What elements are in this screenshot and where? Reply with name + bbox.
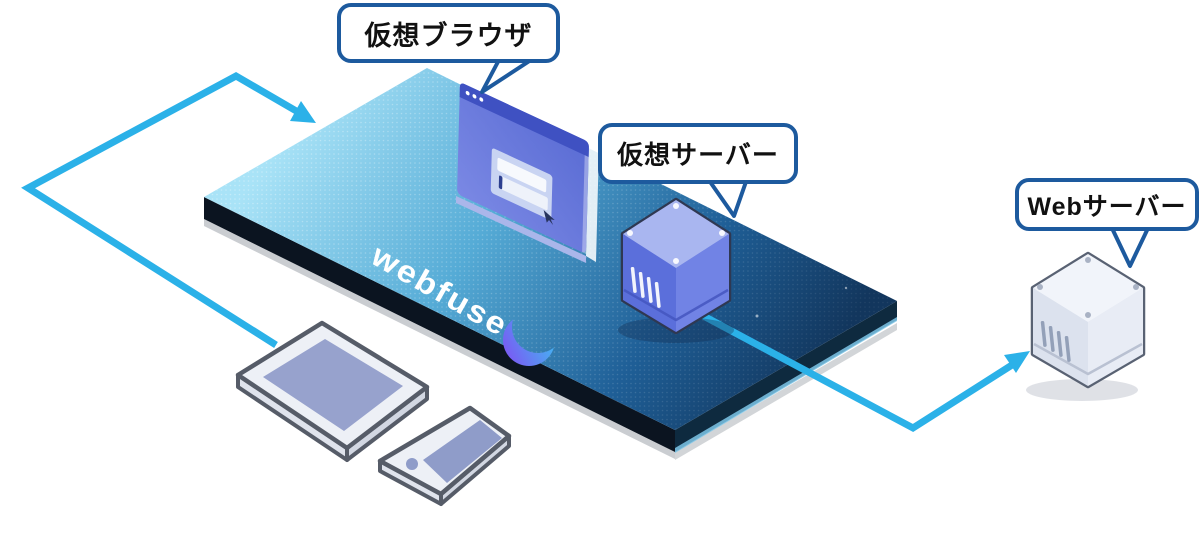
vent-line	[630, 266, 637, 293]
callout-tail-virtual-browser	[480, 56, 536, 94]
window-right-bevel	[582, 155, 589, 254]
arrow-head	[1004, 351, 1030, 373]
screw-dot	[1085, 312, 1091, 318]
virtual-browser-callout: 仮想ブラウザ	[337, 3, 560, 63]
screw-dot	[719, 230, 725, 236]
webfuse-platform	[204, 68, 897, 460]
virtual-server-label: 仮想サーバー	[617, 140, 779, 170]
browser-window-icon	[456, 83, 599, 263]
server-to-webserver-arrow	[681, 301, 1030, 433]
window-bottom-edge	[456, 196, 586, 263]
phone-home-button	[406, 458, 418, 470]
speck	[844, 286, 848, 290]
platform-shadow	[204, 219, 675, 459]
web-server-callout: Webサーバー	[1015, 178, 1199, 231]
cube-seam	[1033, 342, 1143, 376]
web-server-label: Webサーバー	[1027, 192, 1187, 221]
screw-dot	[1085, 257, 1091, 263]
cube-top	[1033, 254, 1143, 322]
vent-line	[1064, 335, 1071, 362]
screw-dot	[673, 203, 679, 209]
window-edge-glow	[586, 140, 599, 262]
screw-dot	[1133, 284, 1139, 290]
cube-face-right	[676, 234, 729, 332]
vent-line	[638, 271, 645, 298]
titlebar-dot	[479, 97, 484, 102]
window-titlebar	[459, 83, 589, 157]
titlebar-dot	[465, 90, 470, 96]
screw-dot	[673, 258, 679, 264]
panel-field-2	[498, 175, 548, 211]
virtual-browser-label: 仮想ブラウザ	[364, 20, 533, 51]
vent-line	[646, 276, 653, 303]
arrow-line	[21, 71, 300, 348]
vent-line	[654, 281, 661, 308]
white-server-cube-icon	[1026, 251, 1146, 401]
screw-dot	[627, 230, 633, 236]
smartphone-icon	[377, 405, 512, 506]
virtual-server-callout: 仮想サーバー	[598, 123, 798, 184]
tablet-screen	[263, 339, 403, 431]
tablet-icon	[235, 320, 430, 462]
vent-line	[1048, 325, 1055, 352]
speck	[755, 314, 759, 318]
cube-face-right	[1088, 288, 1143, 386]
devices-to-platform-arrow	[21, 71, 316, 348]
crescent-swoosh-icon	[503, 314, 555, 366]
cursor-icon	[543, 209, 555, 226]
titlebar-dot	[472, 94, 477, 99]
platform-side-right	[675, 301, 897, 452]
phone-screen	[423, 420, 502, 483]
vent-line	[1040, 320, 1047, 347]
panel-field-1	[497, 157, 547, 193]
cube-top	[623, 200, 729, 268]
platform-side-left	[204, 197, 675, 452]
arrow-line	[681, 301, 1014, 433]
panel-caret	[498, 175, 503, 190]
arrow-head	[290, 101, 316, 123]
cube-seam	[623, 288, 729, 322]
platform-shadow-right	[675, 323, 897, 460]
cube-shadow	[1026, 379, 1138, 401]
screw-dot	[1037, 284, 1043, 290]
platform-texture	[204, 68, 897, 430]
platform-edge-highlight	[675, 317, 897, 453]
blue-server-cube-icon	[618, 197, 734, 343]
vent-line	[1056, 330, 1063, 357]
